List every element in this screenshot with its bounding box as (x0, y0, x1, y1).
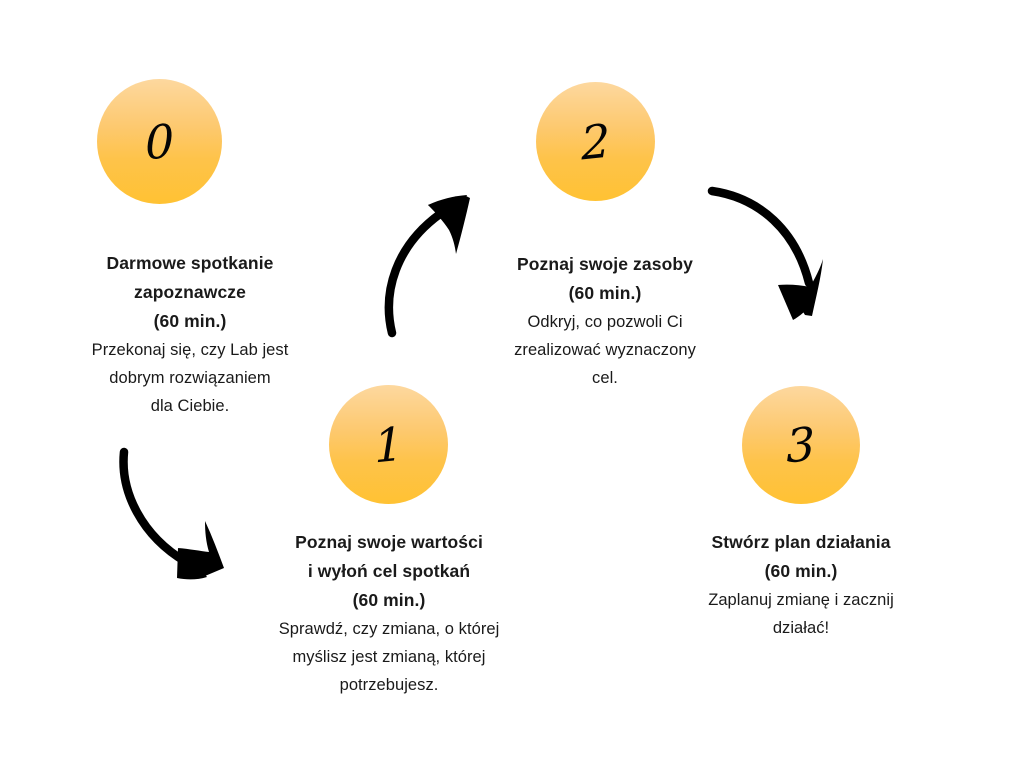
step-circle-3: 3 (742, 386, 860, 504)
step-circle-0: 0 (97, 79, 222, 204)
step-description-2: Odkryj, co pozwoli Ci zrealizować wyznac… (514, 313, 696, 387)
step-description-1: Sprawdź, czy zmiana, o której myślisz je… (278, 620, 500, 694)
step-text-block-3: Stwórz plan działania (60 min.) Zaplanuj… (651, 528, 951, 642)
arrow-step0-to-step1 (119, 447, 224, 580)
step-text-block-1: Poznaj swoje wartości i wyłoń cel spotka… (239, 528, 539, 699)
step-number-3: 3 (785, 416, 817, 474)
step-number-2: 2 (579, 112, 612, 171)
step-circle-2: 2 (536, 82, 655, 201)
step-text-block-2: Poznaj swoje zasoby (60 min.) Odkryj, co… (455, 250, 755, 392)
step-description-3: Zaplanuj zmianę i zacznij działać! (708, 591, 894, 637)
step-number-1: 1 (372, 415, 405, 474)
step-number-0: 0 (143, 112, 176, 171)
step-title-3: Stwórz plan działania (60 min.) (711, 532, 891, 581)
step-title-2: Poznaj swoje zasoby (60 min.) (517, 254, 693, 303)
step-text-block-0: Darmowe spotkanie zapoznawcze (60 min.) … (40, 249, 340, 420)
step-circle-1: 1 (329, 385, 448, 504)
step-title-1: Poznaj swoje wartości i wyłoń cel spotka… (295, 532, 483, 610)
step-title-0: Darmowe spotkanie zapoznawcze (60 min.) (106, 253, 274, 331)
step-description-0: Przekonaj się, czy Lab jest dobrym rozwi… (91, 341, 289, 415)
